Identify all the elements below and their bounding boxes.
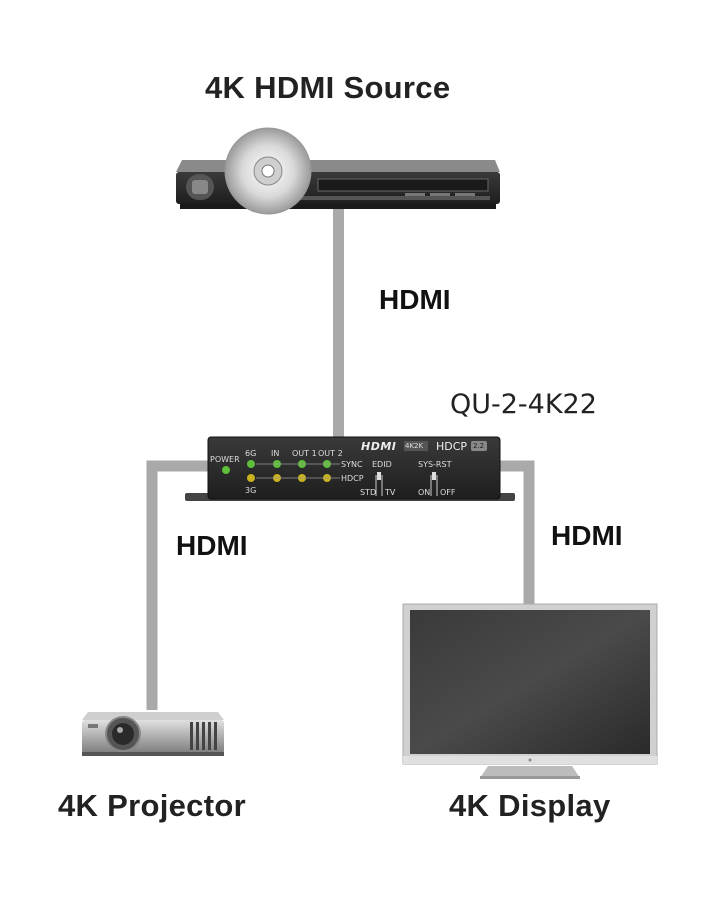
display-stand bbox=[480, 766, 580, 778]
display-link-label: HDMI bbox=[551, 520, 623, 551]
hdcp-ver-box bbox=[471, 441, 487, 451]
hdcp-label: HDCP bbox=[341, 474, 364, 483]
projector-vent-icon bbox=[190, 722, 217, 750]
hdcp-logo: HDCP bbox=[436, 440, 468, 453]
hdmi-logo: HDMI bbox=[361, 440, 397, 453]
power-led bbox=[222, 466, 230, 474]
sync-label: SYNC bbox=[341, 460, 363, 469]
display-title: 4K Display bbox=[449, 788, 611, 823]
on-label: ON bbox=[418, 488, 431, 497]
in3g-label: 3G bbox=[245, 486, 257, 495]
cable-splitter-projector bbox=[146, 460, 210, 710]
off-label: OFF bbox=[440, 488, 456, 497]
out2-label: OUT 2 bbox=[318, 449, 343, 458]
projector-link-label: HDMI bbox=[176, 530, 248, 561]
source-title: 4K HDMI Source bbox=[205, 70, 451, 105]
in6g-label: 6G bbox=[245, 449, 257, 458]
sysrst-switch bbox=[432, 472, 436, 480]
cable-source-splitter bbox=[333, 200, 344, 440]
player-disc-tray bbox=[317, 178, 489, 192]
hdcp-version: 2.2 bbox=[473, 442, 485, 450]
disc-icon bbox=[224, 127, 312, 215]
edid-switch bbox=[377, 472, 381, 480]
out1-label: OUT 1 bbox=[292, 449, 317, 458]
power-label: POWER bbox=[210, 455, 240, 464]
std-label: STD bbox=[360, 488, 377, 497]
model-label: QU-2-4K22 bbox=[450, 389, 597, 420]
led-3g bbox=[247, 474, 255, 482]
source-link-label: HDMI bbox=[379, 284, 451, 315]
res-badge-box bbox=[404, 441, 428, 451]
display-screen bbox=[410, 610, 650, 754]
projector-lens-icon bbox=[105, 716, 141, 752]
in-label: IN bbox=[271, 449, 280, 458]
sysrst-label: SYS-RST bbox=[418, 460, 452, 469]
tv-label: TV bbox=[385, 488, 396, 497]
cable-splitter-display bbox=[500, 460, 535, 610]
edid-label: EDID bbox=[372, 460, 392, 469]
projector-title: 4K Projector bbox=[58, 788, 246, 823]
led-6g bbox=[247, 460, 255, 468]
res-badge: 4K2K bbox=[405, 442, 424, 450]
